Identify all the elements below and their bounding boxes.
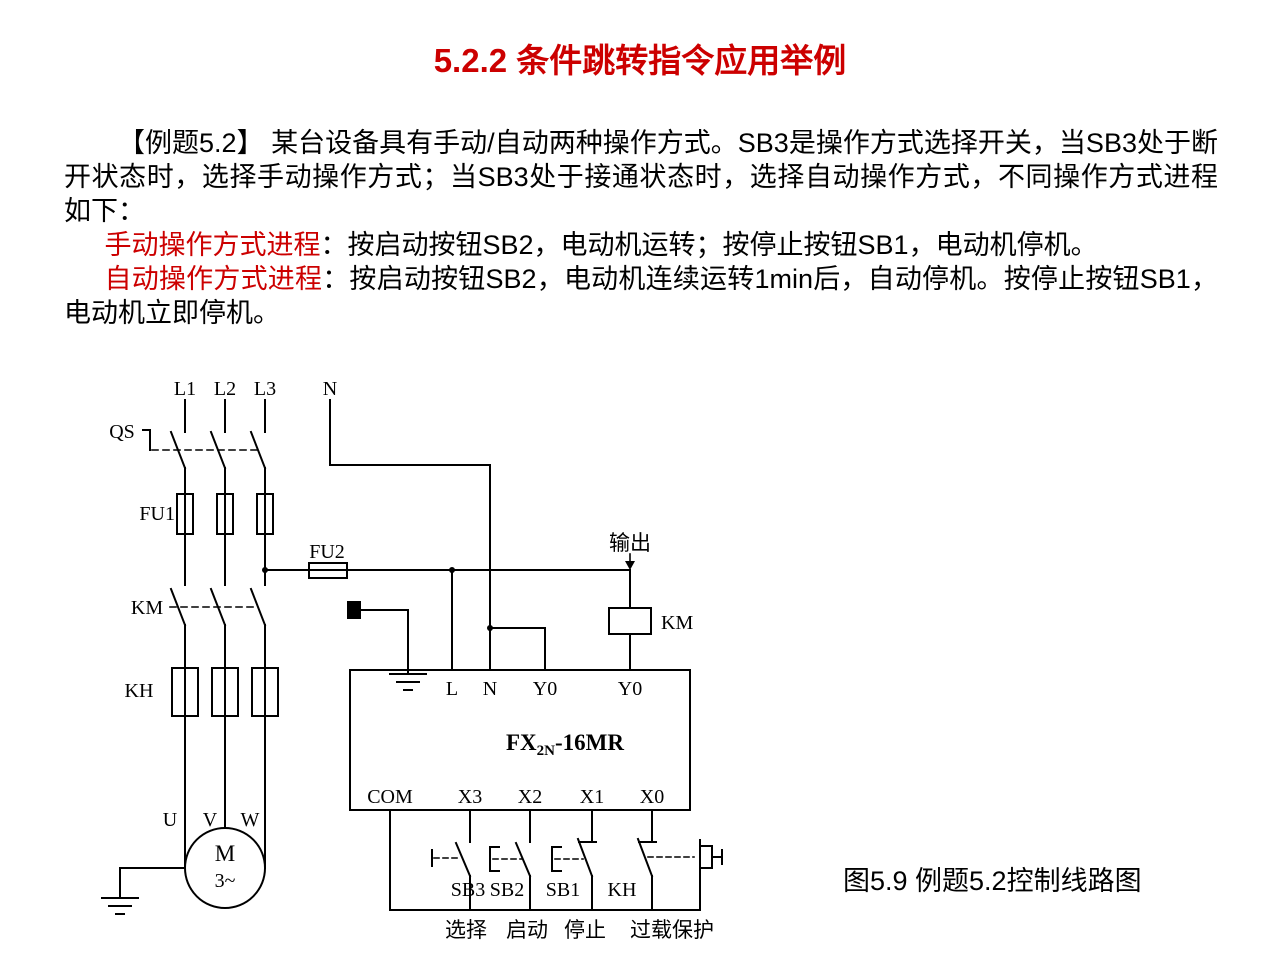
caption-start: 启动 <box>506 918 548 942</box>
label-com: COM <box>367 786 413 808</box>
label-sb2: SB2 <box>490 879 524 901</box>
label-u: U <box>163 809 178 831</box>
caption-stop: 停止 <box>564 918 606 942</box>
km-coil-branch <box>608 553 652 671</box>
label-motor-3ph: 3~ <box>215 870 236 892</box>
label-fu2: FU2 <box>309 541 345 563</box>
label-v: V <box>203 809 218 831</box>
plc-model-prefix: FX <box>506 730 537 755</box>
label-l1: L1 <box>174 380 196 400</box>
figure-caption: 图5.9 例题5.2控制线路图 <box>843 866 1142 896</box>
label-x0: X0 <box>640 786 664 808</box>
motor-ground <box>101 867 186 915</box>
manual-mode-text: ：按启动按钮SB2，电动机运转；按停止按钮SB1，电动机停机。 <box>320 230 1098 260</box>
example-paragraph: 【例题5.2】 某台设备具有手动/自动两种操作方式。SB3是操作方式选择开关，当… <box>64 126 1218 228</box>
phase-lines <box>169 399 267 869</box>
label-l3: L3 <box>254 380 276 400</box>
output-return-wire <box>489 627 546 671</box>
caption-select: 选择 <box>445 918 487 942</box>
body-text: 【例题5.2】 某台设备具有手动/自动两种操作方式。SB3是操作方式选择开关，当… <box>64 126 1218 330</box>
auto-mode-paragraph: 自动操作方式进程：按启动按钮SB2，电动机连续运转1min后，自动停机。按停止按… <box>64 262 1218 330</box>
label-l2: L2 <box>214 380 236 400</box>
control-circuit-diagram: L1 L2 L3 N QS FU1 FU2 KM KH U V W M 3~ 输… <box>101 380 1142 942</box>
label-kh-heater: KH <box>125 680 154 702</box>
plc-model-subscript: 2N <box>537 743 556 759</box>
kh-overload <box>171 667 279 717</box>
example-paragraph-text: 【例题5.2】 某台设备具有手动/自动两种操作方式。SB3是操作方式选择开关，当… <box>64 128 1218 226</box>
plc-ground <box>347 601 427 691</box>
label-w: W <box>241 809 260 831</box>
label-x3: X3 <box>458 786 482 808</box>
input-contacts <box>389 809 723 911</box>
neutral-wire <box>329 399 491 671</box>
auto-mode-text: ：按启动按钮SB2，电动机连续运转1min后，自动停机。按停止按钮SB1，电动机… <box>64 264 1219 328</box>
label-km-contact: KM <box>131 597 163 619</box>
manual-mode-label: 手动操作方式进程 <box>104 230 321 260</box>
plc-box <box>349 669 691 811</box>
fu2-branch <box>264 562 631 671</box>
label-x1: X1 <box>580 786 604 808</box>
auto-mode-label: 自动操作方式进程 <box>104 264 323 294</box>
caption-overload: 过载保护 <box>630 918 714 942</box>
page-title: 5.2.2 条件跳转指令应用举例 <box>433 42 847 79</box>
label-output: 输出 <box>609 531 651 555</box>
motor-symbol <box>184 827 266 909</box>
label-kh-contact: KH <box>608 879 637 901</box>
junction-dots <box>262 567 493 631</box>
label-n: N <box>323 380 337 400</box>
qs-switch <box>142 429 259 451</box>
label-plc-y0b: Y0 <box>618 678 642 700</box>
label-plc-n: N <box>483 678 497 700</box>
label-x2: X2 <box>518 786 542 808</box>
manual-mode-paragraph: 手动操作方式进程：按启动按钮SB2，电动机运转；按停止按钮SB1，电动机停机。 <box>64 228 1218 262</box>
label-km-coil: KM <box>661 612 693 634</box>
label-sb3: SB3 <box>451 879 485 901</box>
label-qs: QS <box>109 421 135 443</box>
label-plc-model: FX2N-16MR <box>506 730 624 759</box>
label-plc-l: L <box>446 678 458 700</box>
label-sb1: SB1 <box>546 879 580 901</box>
label-fu1: FU1 <box>139 503 175 525</box>
label-motor-m: M <box>215 841 235 866</box>
plc-model-suffix: -16MR <box>555 730 624 755</box>
label-plc-y0a: Y0 <box>533 678 557 700</box>
fu1-fuses <box>176 493 274 535</box>
